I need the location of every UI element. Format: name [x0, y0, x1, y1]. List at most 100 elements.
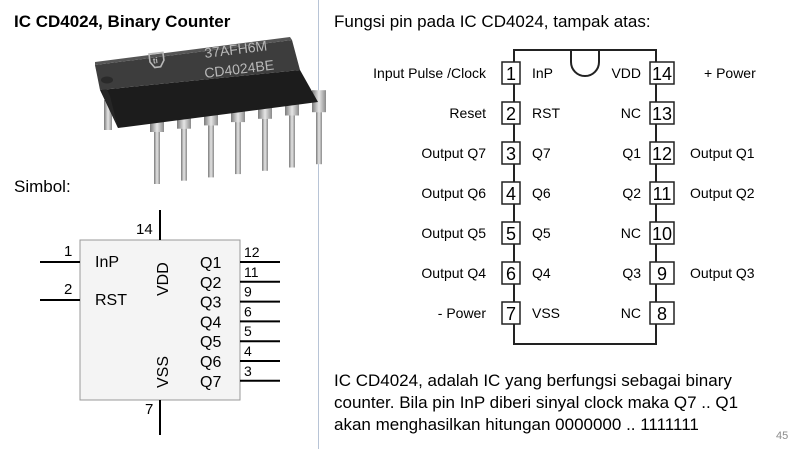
ic-pin-box — [649, 181, 675, 205]
ic-pin-function: Reset — [449, 105, 486, 121]
ic-pin-number: 3 — [506, 144, 516, 164]
symbol-pin-name: Q4 — [200, 314, 221, 331]
ic-pin-function: Output Q2 — [690, 185, 755, 201]
symbol-pin-number: 2 — [64, 281, 72, 298]
slide-number: 45 — [776, 430, 789, 442]
ic-pin-number: 1 — [506, 64, 516, 84]
ic-pin-name: NC — [621, 305, 641, 321]
ic-pin-number: 9 — [657, 264, 667, 284]
symbol-pin-number: 6 — [244, 303, 252, 319]
symbol-pin-name: RST — [95, 292, 127, 309]
chip-leg-narrow — [262, 118, 268, 171]
ic-pin-function: Output Q6 — [421, 185, 486, 201]
ic-pin-box — [501, 221, 521, 245]
symbol-bottom-pin-number: 7 — [145, 401, 153, 418]
symbol-pin-number: 1 — [64, 243, 72, 260]
ic-pin-number: 11 — [653, 184, 672, 204]
ic-pin-number: 7 — [506, 304, 516, 324]
ic-pin-name: VDD — [611, 65, 641, 81]
ic-pin-box — [649, 61, 675, 85]
chip-notch — [101, 76, 113, 84]
ic-pin-function: - Power — [438, 305, 487, 321]
chip-marking-line-1: 37AFH6M — [203, 37, 268, 61]
ic-pin-name: Q4 — [532, 265, 551, 281]
symbol-pin-number: 11 — [244, 264, 259, 280]
ic-pin-function: Output Q4 — [421, 265, 486, 281]
ic-pin-name: Q5 — [532, 225, 551, 241]
ic-pin-name: Q3 — [622, 265, 641, 281]
ic-pin-box — [501, 101, 521, 125]
symbol-pin-name: Q5 — [200, 334, 221, 351]
ic-pin-box — [501, 261, 521, 285]
symbol-pin-name: Q2 — [200, 275, 221, 292]
svg-text:ti: ti — [152, 56, 158, 66]
ic-pin-name: Q7 — [532, 145, 551, 161]
ic-notch-icon — [570, 50, 600, 77]
chip-leg-narrow — [181, 128, 187, 181]
ic-pin-name: Q1 — [622, 145, 641, 161]
ic-pin-number: 6 — [506, 264, 516, 284]
ic-pin-function: + Power — [704, 65, 756, 81]
ic-pin-box — [501, 181, 521, 205]
chip-leg-narrow — [289, 115, 295, 168]
symbol-pin-name: Q3 — [200, 295, 221, 312]
ic-pin-number: 4 — [506, 184, 516, 204]
symbol-pin-number: 12 — [244, 244, 260, 260]
pinout-heading: Fungsi pin pada IC CD4024, tampak atas: — [334, 12, 651, 31]
ic-pin-name: VSS — [532, 305, 560, 321]
ic-pin-name: RST — [532, 105, 560, 121]
ic-pin-function: Output Q3 — [690, 265, 755, 281]
ic-pin-number: 13 — [652, 104, 672, 124]
symbol-pin-number: 5 — [244, 323, 252, 339]
ic-pin-number: 14 — [652, 64, 672, 84]
ic-pin-number: 2 — [506, 104, 516, 124]
column-divider — [318, 0, 319, 449]
chip-leg-narrow — [208, 125, 214, 178]
chip-leg-narrow — [316, 112, 322, 165]
ic-pin-number: 12 — [652, 144, 672, 164]
symbol-pin-name: Q6 — [200, 354, 221, 371]
ic-pin-box — [649, 101, 675, 125]
description-paragraph: IC CD4024, adalah IC yang berfungsi seba… — [334, 371, 739, 434]
symbol-pin-number: 9 — [244, 284, 252, 300]
ic-pin-box — [649, 221, 675, 245]
symbol-pin-number: 4 — [244, 343, 252, 359]
ic-pin-box — [649, 261, 675, 285]
symbol-heading: Simbol: — [14, 177, 71, 196]
chip-leg-back — [104, 100, 112, 130]
ic-pin-number: 10 — [652, 224, 672, 244]
ic-pin-box — [501, 301, 521, 325]
ic-pin-box — [501, 61, 521, 85]
ic-pin-function: Output Q7 — [421, 145, 486, 161]
symbol-top-pin-name: VDD — [155, 262, 172, 296]
symbol-pin-name: Q7 — [200, 374, 221, 391]
chip-body-edge — [95, 37, 292, 65]
chip-leg-narrow — [154, 132, 160, 184]
symbol-box — [79, 239, 241, 401]
ic-pin-number: 5 — [506, 224, 516, 244]
symbol-pin-number: 3 — [244, 363, 252, 379]
ti-logo-icon: ti — [148, 51, 165, 69]
chip-body-side — [100, 70, 318, 128]
slide-title: IC CD4024, Binary Counter — [14, 12, 231, 31]
chip-leg-narrow — [235, 122, 241, 175]
symbol-bottom-pin-name: VSS — [155, 356, 172, 388]
symbol-pin-name: InP — [95, 254, 119, 271]
ic-pin-function: Output Q5 — [421, 225, 486, 241]
chip-leg-wide — [312, 90, 326, 113]
ic-pin-name: NC — [621, 105, 641, 121]
ic-pin-name: NC — [621, 225, 641, 241]
ic-pin-name: Q6 — [532, 185, 551, 201]
chip-body-top — [95, 40, 300, 90]
ic-pin-function: Input Pulse /Clock — [373, 65, 487, 81]
ic-pin-box — [649, 301, 675, 325]
ic-pin-box — [649, 141, 675, 165]
ic-pin-name: InP — [532, 65, 553, 81]
ic-pin-name: Q2 — [622, 185, 641, 201]
ic-pin-number: 8 — [657, 304, 667, 324]
symbol-pin-name: Q1 — [200, 255, 221, 272]
ic-pin-function: Output Q1 — [690, 145, 755, 161]
